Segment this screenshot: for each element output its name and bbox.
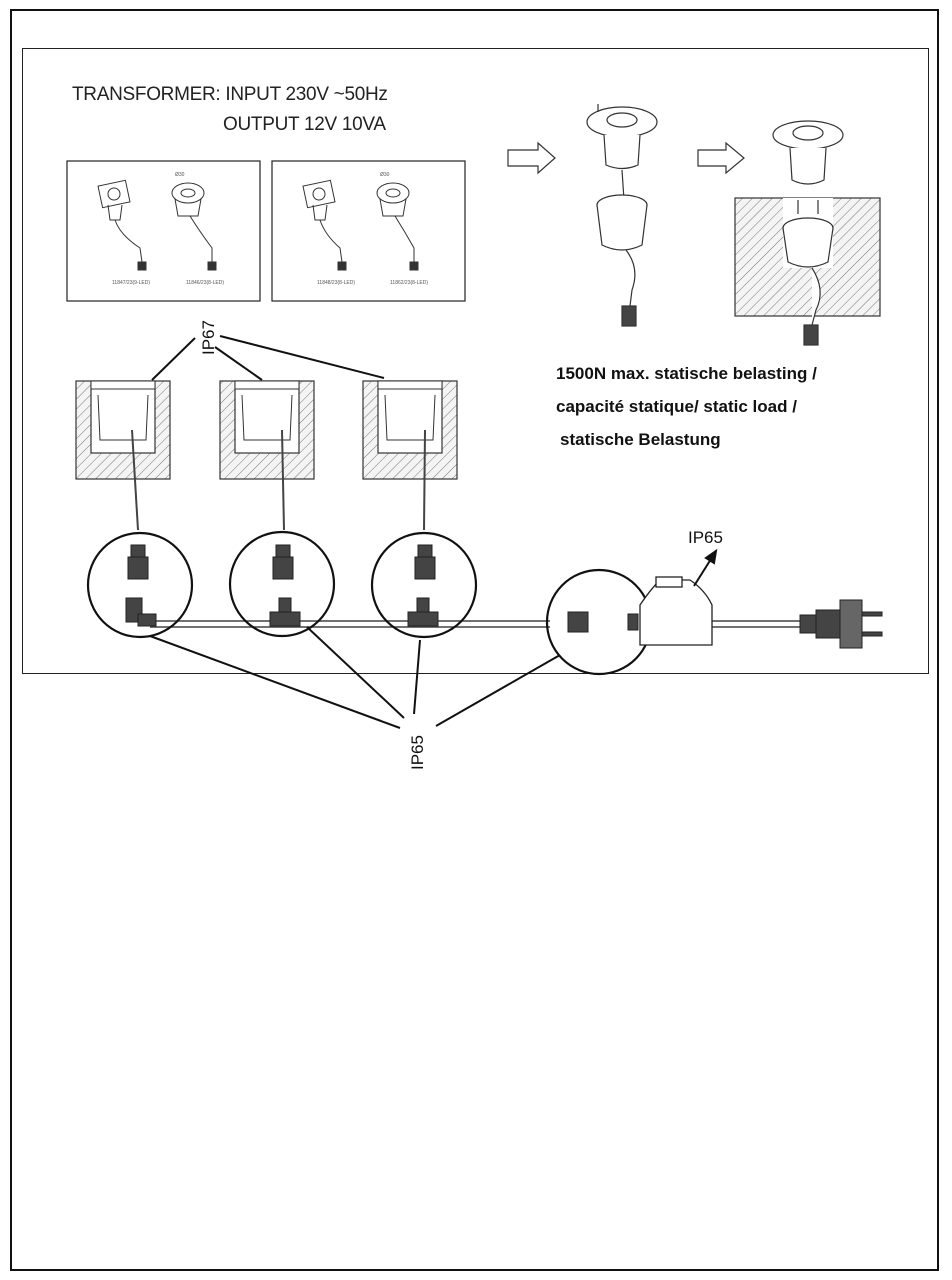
install-step-1 bbox=[586, 104, 658, 327]
ip65-transformer-arrow bbox=[693, 548, 718, 587]
variant-label-left-b: 11846/23(8-LED) bbox=[186, 280, 224, 286]
install-step-2 bbox=[772, 120, 844, 346]
variant-box-right bbox=[271, 160, 466, 302]
mains-plug bbox=[799, 599, 883, 649]
variant-dim-right: Ø30 bbox=[380, 172, 390, 178]
variant-label-right-b: 11862/23(8-LED) bbox=[390, 280, 428, 286]
load-text-line3: statische Belastung bbox=[560, 430, 721, 449]
variant-label-right-a: 11848/23(8-LED) bbox=[317, 280, 355, 286]
transformer-input-text: TRANSFORMER: INPUT 230V ~50Hz bbox=[72, 84, 388, 105]
ip67-label: IP67 bbox=[199, 320, 218, 355]
main-cable bbox=[150, 620, 800, 628]
ip65-leaders bbox=[149, 626, 561, 729]
transformer-output-text: OUTPUT 12V 10VA bbox=[223, 114, 386, 135]
variant-dim-left: Ø30 bbox=[175, 172, 185, 178]
transformer-unit bbox=[639, 576, 713, 646]
fixture-cables bbox=[131, 429, 426, 531]
ip67-leaders bbox=[151, 335, 385, 381]
connectors bbox=[125, 544, 639, 633]
diagram-panel bbox=[22, 48, 929, 674]
variant-box-left bbox=[66, 160, 261, 302]
ip65-transformer-label: IP65 bbox=[688, 528, 723, 547]
variant-label-left-a: 11847/23(9-LED) bbox=[112, 280, 150, 286]
variant-fixtures bbox=[97, 179, 419, 271]
load-text-line1: 1500N max. statische belasting / bbox=[556, 364, 817, 383]
step-arrow-1 bbox=[507, 141, 556, 175]
load-text-line2: capacité statique/ static load / bbox=[556, 397, 797, 416]
ip65-connectors-label: IP65 bbox=[408, 735, 427, 770]
step-arrow-2 bbox=[697, 141, 745, 175]
page-frame bbox=[10, 9, 939, 1271]
connector-circles bbox=[86, 530, 653, 676]
ground-fixtures bbox=[75, 380, 458, 480]
